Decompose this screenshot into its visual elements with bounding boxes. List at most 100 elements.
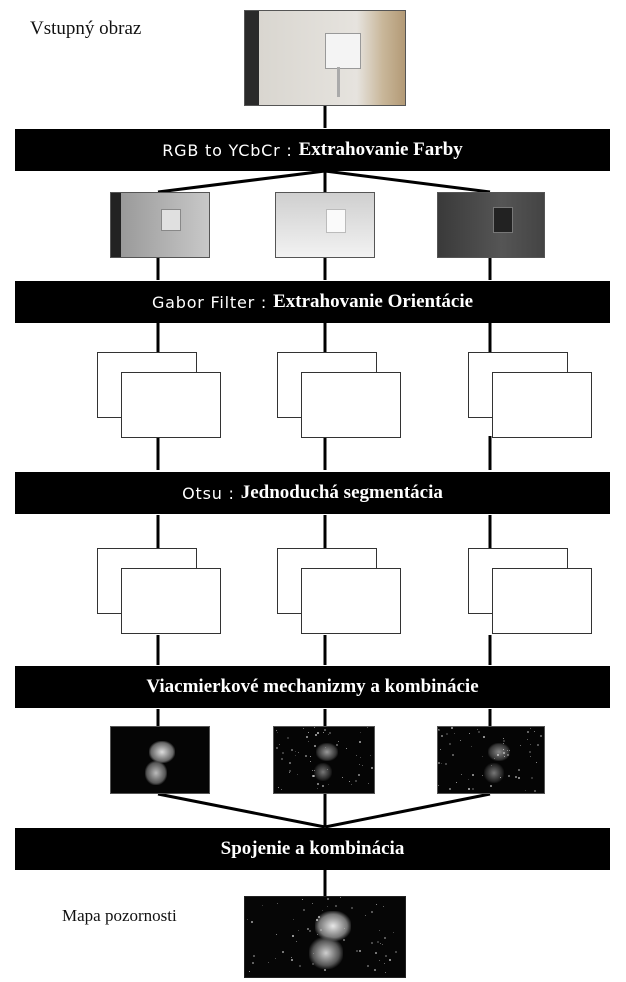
noise-dot (518, 777, 520, 779)
stack-sheet-front (301, 568, 401, 634)
noise-dot (494, 758, 495, 759)
noise-dot (530, 744, 531, 745)
noise-dot (371, 767, 373, 769)
noise-dot (356, 950, 358, 952)
noise-dot (262, 905, 263, 906)
noise-dot (440, 749, 441, 750)
noise-dot (503, 752, 505, 754)
noise-dot (389, 959, 391, 961)
noise-dot (456, 782, 457, 783)
saliency-map-image (244, 896, 406, 978)
noise-dot (277, 903, 278, 904)
noise-dot (252, 962, 254, 964)
noise-dot (349, 781, 350, 782)
stack-sheet-front (121, 372, 221, 438)
noise-dot (379, 960, 380, 961)
noise-dot (438, 729, 439, 730)
noise-dot (329, 732, 331, 734)
noise-dot (306, 736, 308, 738)
noise-dot (325, 747, 326, 748)
noise-dot (374, 969, 376, 971)
noise-dot (289, 772, 290, 773)
noise-dot (452, 754, 454, 756)
noise-dot (527, 739, 528, 740)
noise-dot (307, 928, 309, 930)
noise-dot (371, 942, 373, 944)
noise-dot (370, 755, 371, 756)
noise-dot (324, 729, 326, 731)
noise-dot (278, 787, 279, 788)
noise-dot (360, 732, 361, 733)
stage-otsu-method: Otsu : (182, 483, 235, 503)
noise-dot (360, 757, 361, 758)
noise-dot (482, 756, 483, 757)
noise-dot (317, 783, 319, 785)
noise-dot (531, 777, 533, 779)
noise-dot (310, 761, 311, 762)
noise-dot (382, 944, 383, 945)
noise-dot (287, 737, 289, 739)
noise-dot (328, 784, 329, 785)
noise-dot (249, 971, 250, 972)
saliency-image-1 (110, 726, 210, 794)
noise-dot (281, 758, 283, 760)
noise-dot (478, 731, 480, 733)
noise-dot (281, 789, 282, 790)
noise-dot (449, 743, 451, 745)
noise-dot (468, 788, 470, 790)
noise-dot (317, 732, 319, 734)
noise-dot (385, 955, 387, 957)
noise-dot (335, 905, 337, 907)
stage-multiscale-bar: Viacmierkové mechanizmy a kombinácie (15, 666, 610, 708)
stack-sheet-front (301, 372, 401, 438)
noise-dot (491, 765, 492, 766)
noise-dot (355, 780, 357, 782)
noise-dot (298, 752, 299, 753)
noise-dot (379, 930, 380, 931)
stage-merge-bar: Spojenie a kombinácia (15, 828, 610, 870)
noise-dot (537, 744, 539, 746)
noise-dot (530, 756, 531, 757)
noise-dot (312, 903, 313, 904)
input-image (244, 10, 406, 106)
channel-cb-image (275, 192, 375, 258)
noise-dot (322, 785, 324, 787)
otsu-output-stack-1 (97, 548, 222, 638)
noise-dot (291, 749, 293, 751)
noise-dot (314, 727, 315, 728)
noise-dot (518, 769, 520, 771)
noise-dot (320, 929, 322, 931)
noise-dot (365, 915, 366, 916)
noise-dot (351, 907, 353, 909)
noise-dot (385, 972, 386, 973)
noise-dot (305, 755, 307, 757)
noise-dot (507, 754, 509, 756)
noise-dot (327, 898, 329, 900)
noise-dot (377, 941, 379, 943)
noise-dot (471, 746, 472, 747)
noise-dot (504, 756, 505, 757)
noise-dot (338, 741, 339, 742)
stage-merge-description: Spojenie a kombinácia (220, 838, 405, 859)
noise-dot (299, 965, 301, 967)
noise-dot (327, 769, 328, 770)
noise-dot (342, 777, 343, 778)
noise-dot (461, 774, 462, 775)
noise-dot (322, 910, 323, 911)
stage-color-description: Extrahovanie Farby (298, 139, 463, 160)
noise-dot (315, 734, 317, 736)
noise-dot (438, 762, 440, 764)
channel-y-image (110, 192, 210, 258)
noise-dot (380, 943, 381, 944)
noise-dot (445, 763, 447, 765)
noise-dot (296, 941, 297, 942)
noise-dot (308, 741, 309, 742)
noise-dot (308, 732, 309, 733)
noise-dot (277, 732, 278, 733)
noise-dot (359, 950, 361, 952)
noise-dot (497, 754, 499, 756)
noise-dot (324, 969, 326, 971)
noise-dot (327, 906, 328, 907)
noise-dot (371, 911, 373, 913)
